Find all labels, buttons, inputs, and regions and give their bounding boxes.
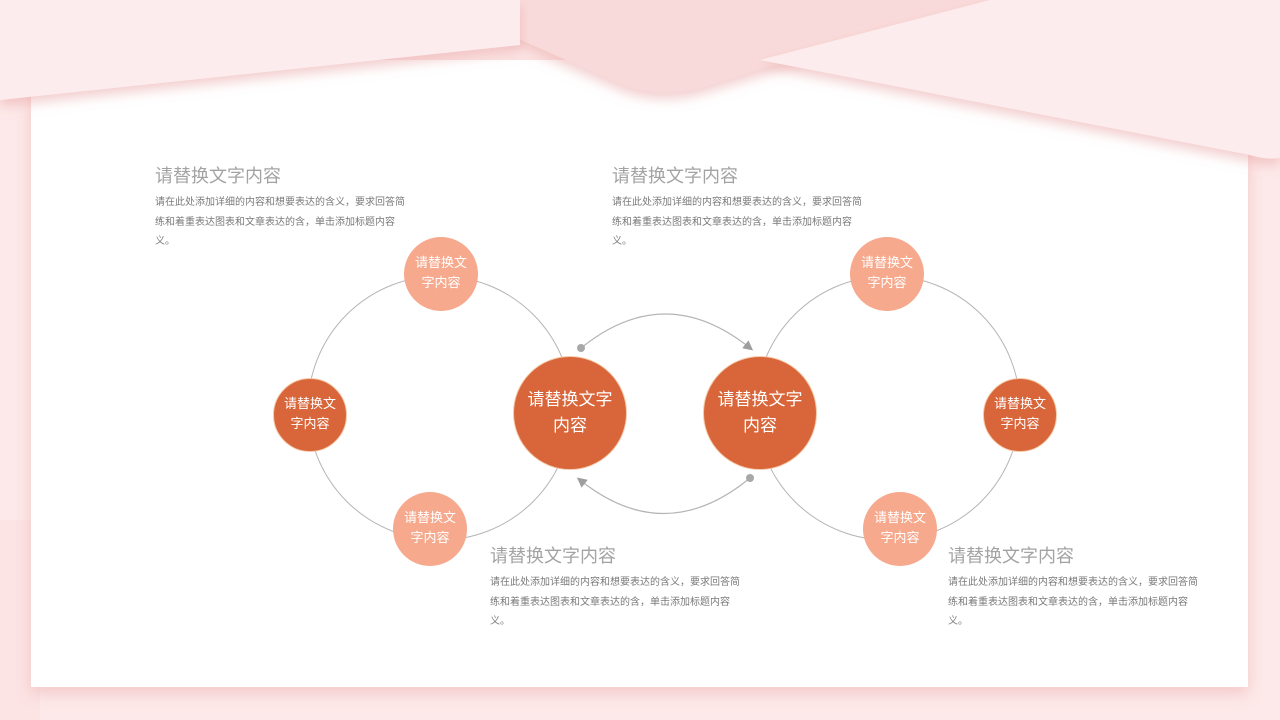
top-band-decoration — [0, 0, 1280, 159]
text-block-title[interactable]: 请替换文字内容 — [948, 546, 1074, 567]
right-bottom-label: 请替换文字内容 — [873, 511, 926, 546]
left-hub-node[interactable]: 请替换文字内容 — [513, 356, 627, 470]
text-block-body[interactable]: 请在此处添加详细的内容和想要表达的含义，要求回答简练和着重表达图表和文章表达的含… — [490, 577, 740, 627]
text-block-body[interactable]: 请在此处添加详细的内容和想要表达的含义，要求回答简练和着重表达图表和文章表达的含… — [948, 577, 1198, 627]
left-top-node[interactable]: 请替换文字内容 — [404, 237, 478, 311]
text-block-top-left: 请替换文字内容 请在此处添加详细的内容和想要表达的含义，要求回答简练和着重表达图… — [155, 165, 405, 252]
text-block-title[interactable]: 请替换文字内容 — [490, 546, 616, 567]
text-block-bottom-right: 请替换文字内容 请在此处添加详细的内容和想要表达的含义，要求回答简练和着重表达图… — [948, 545, 1198, 632]
right-bottom-node[interactable]: 请替换文字内容 — [863, 492, 937, 566]
text-block-top-center: 请替换文字内容 请在此处添加详细的内容和想要表达的含义，要求回答简练和着重表达图… — [612, 165, 862, 252]
right-right-label: 请替换文字内容 — [994, 397, 1047, 432]
right-hub-label: 请替换文字内容 — [717, 390, 803, 436]
content-card — [31, 60, 1248, 687]
text-block-bottom-center: 请替换文字内容 请在此处添加详细的内容和想要表达的含义，要求回答简练和着重表达图… — [490, 545, 740, 632]
text-block-body[interactable]: 请在此处添加详细的内容和想要表达的含义，要求回答简练和着重表达图表和文章表达的含… — [612, 197, 862, 247]
text-block-title[interactable]: 请替换文字内容 — [612, 166, 738, 187]
right-top-node[interactable]: 请替换文字内容 — [850, 237, 924, 311]
left-left-node[interactable]: 请替换文字内容 — [273, 378, 347, 452]
right-right-node[interactable]: 请替换文字内容 — [983, 378, 1057, 452]
bottom-arc-start-dot — [746, 474, 754, 482]
right-hub-node[interactable]: 请替换文字内容 — [703, 356, 817, 470]
left-bottom-node[interactable]: 请替换文字内容 — [393, 492, 467, 566]
left-hub-label: 请替换文字内容 — [527, 390, 613, 436]
text-block-title[interactable]: 请替换文字内容 — [155, 166, 281, 187]
right-top-label: 请替换文字内容 — [860, 256, 913, 291]
top-arc-start-dot — [577, 344, 585, 352]
left-top-label: 请替换文字内容 — [414, 256, 467, 291]
left-left-label: 请替换文字内容 — [284, 397, 337, 432]
bottom-arc-connector — [576, 477, 751, 515]
left-bottom-label: 请替换文字内容 — [403, 511, 456, 546]
text-block-body[interactable]: 请在此处添加详细的内容和想要表达的含义，要求回答简练和着重表达图表和文章表达的含… — [155, 197, 405, 247]
top-arc-connector — [580, 313, 754, 351]
